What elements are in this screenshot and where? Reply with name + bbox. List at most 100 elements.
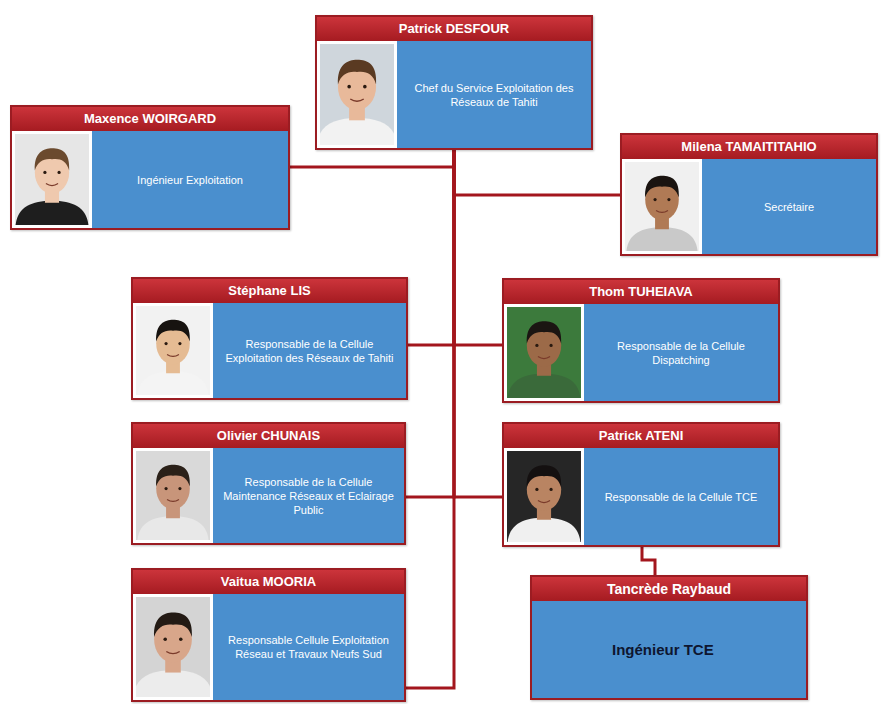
role-text: Responsable de la Cellule Exploitation d… — [223, 337, 396, 365]
portrait-figure — [320, 44, 394, 145]
person-box: Milena TAMAITITAHIO Secrétaire — [620, 133, 878, 256]
role-text: Ingénieur TCE — [612, 640, 714, 659]
role-text: Secrétaire — [764, 200, 814, 214]
eye — [43, 171, 46, 174]
photo-ground — [136, 597, 210, 697]
eye — [549, 344, 552, 347]
shoulders — [137, 516, 208, 540]
eye — [57, 171, 60, 174]
name-header: Stéphane LIS — [133, 279, 406, 303]
box-body: Responsable de la Cellule Maintenance Ré… — [133, 448, 404, 543]
mouth — [167, 499, 179, 501]
person-box: Vaitua MOORIAResponsable Cellule Exploit… — [131, 568, 406, 702]
mouth — [350, 99, 363, 101]
shoulders — [508, 374, 581, 398]
shoulders — [137, 371, 208, 395]
org-connector — [454, 150, 620, 195]
eye — [535, 488, 538, 491]
eye — [363, 85, 367, 89]
box-body: Ingénieur TCE — [532, 601, 806, 698]
role-text: Responsable Cellule Exploitation Réseau … — [223, 633, 394, 661]
hair — [527, 465, 562, 487]
eye — [164, 487, 167, 490]
hair — [156, 320, 190, 342]
portrait-figure — [15, 134, 89, 225]
name-header: Thom TUHEIAVA — [504, 280, 778, 304]
photo-ground — [320, 44, 394, 145]
role-text: Responsable de la Cellule Maintenance Ré… — [223, 475, 394, 517]
eye — [164, 342, 167, 345]
box-body: Chef du Service Exploitation des Réseaux… — [317, 41, 591, 148]
hair — [156, 465, 190, 487]
org-connector — [408, 150, 454, 345]
role-text: Ingénieur Exploitation — [137, 173, 243, 187]
org-connector — [454, 150, 502, 345]
hair — [338, 60, 376, 85]
portrait-photo — [622, 159, 702, 254]
hair — [527, 321, 562, 343]
org-connector — [290, 150, 454, 167]
shoulders — [508, 518, 581, 542]
shoulders — [320, 118, 394, 145]
photo-ground — [136, 451, 210, 540]
mouth — [46, 184, 58, 186]
box-body: Responsable de la Cellule Exploitation d… — [133, 303, 406, 398]
name-header: Milena TAMAITITAHIO — [622, 135, 876, 159]
photo-ground — [507, 451, 581, 542]
portrait-figure — [507, 307, 581, 398]
org-connector — [642, 547, 655, 575]
role-panel: Responsable Cellule Exploitation Réseau … — [213, 594, 404, 700]
eye — [653, 198, 656, 201]
portrait-figure — [507, 451, 581, 542]
portrait-photo — [133, 594, 213, 700]
name-header: Patrick ATENI — [504, 424, 778, 448]
photo-ground — [136, 306, 210, 395]
role-panel: Secrétaire — [702, 159, 876, 254]
photo-ground — [15, 134, 89, 225]
portrait-figure — [136, 597, 210, 697]
portrait-figure — [136, 306, 210, 395]
mouth — [656, 210, 668, 212]
mouth — [538, 501, 550, 503]
portrait-figure — [625, 162, 699, 251]
org-connector — [454, 150, 502, 497]
box-body: Responsable Cellule Exploitation Réseau … — [133, 594, 404, 700]
eye — [179, 637, 183, 641]
role-text: Responsable de la Cellule Dispatching — [594, 339, 768, 367]
photo-ground — [507, 307, 581, 398]
portrait-photo — [504, 304, 584, 401]
name-header: Maxence WOIRGARD — [12, 107, 288, 131]
role-panel: Responsable de la Cellule Dispatching — [584, 304, 778, 401]
hair — [154, 613, 192, 637]
portrait-photo — [317, 41, 397, 148]
name-header: Tancrède Raybaud — [532, 577, 806, 601]
portrait-photo — [504, 448, 584, 545]
role-panel: Chef du Service Exploitation des Réseaux… — [397, 41, 591, 148]
shoulders — [16, 201, 89, 225]
box-body: Responsable de la Cellule Dispatching — [504, 304, 778, 401]
mouth — [166, 651, 179, 653]
portrait-photo — [12, 131, 92, 228]
role-text: Chef du Service Exploitation des Réseaux… — [407, 81, 581, 109]
role-panel: Responsable de la Cellule Exploitation d… — [213, 303, 406, 398]
portrait-figure — [136, 451, 210, 540]
role-panel: Responsable de la Cellule Maintenance Ré… — [213, 448, 404, 543]
role-panel: Responsable de la Cellule TCE — [584, 448, 778, 545]
name-header: Olivier CHUNAIS — [133, 424, 404, 448]
portrait-photo — [133, 303, 213, 398]
mouth — [538, 357, 550, 359]
person-box: Stéphane LIS Responsable de la Cellule Ex… — [131, 277, 408, 400]
hair — [645, 176, 679, 198]
hair — [35, 148, 70, 170]
eye — [347, 85, 351, 89]
role-panel: Ingénieur Exploitation — [92, 131, 288, 228]
shoulders — [136, 670, 210, 697]
eye — [535, 344, 538, 347]
name-header: Patrick DESFOUR — [317, 17, 591, 41]
person-box: Tancrède RaybaudIngénieur TCE — [530, 575, 808, 700]
person-box: Maxence WOIRGARD Ingénieur Exploitation — [10, 105, 290, 230]
shoulders — [626, 227, 697, 251]
mouth — [167, 354, 179, 356]
portrait-photo — [133, 448, 213, 543]
